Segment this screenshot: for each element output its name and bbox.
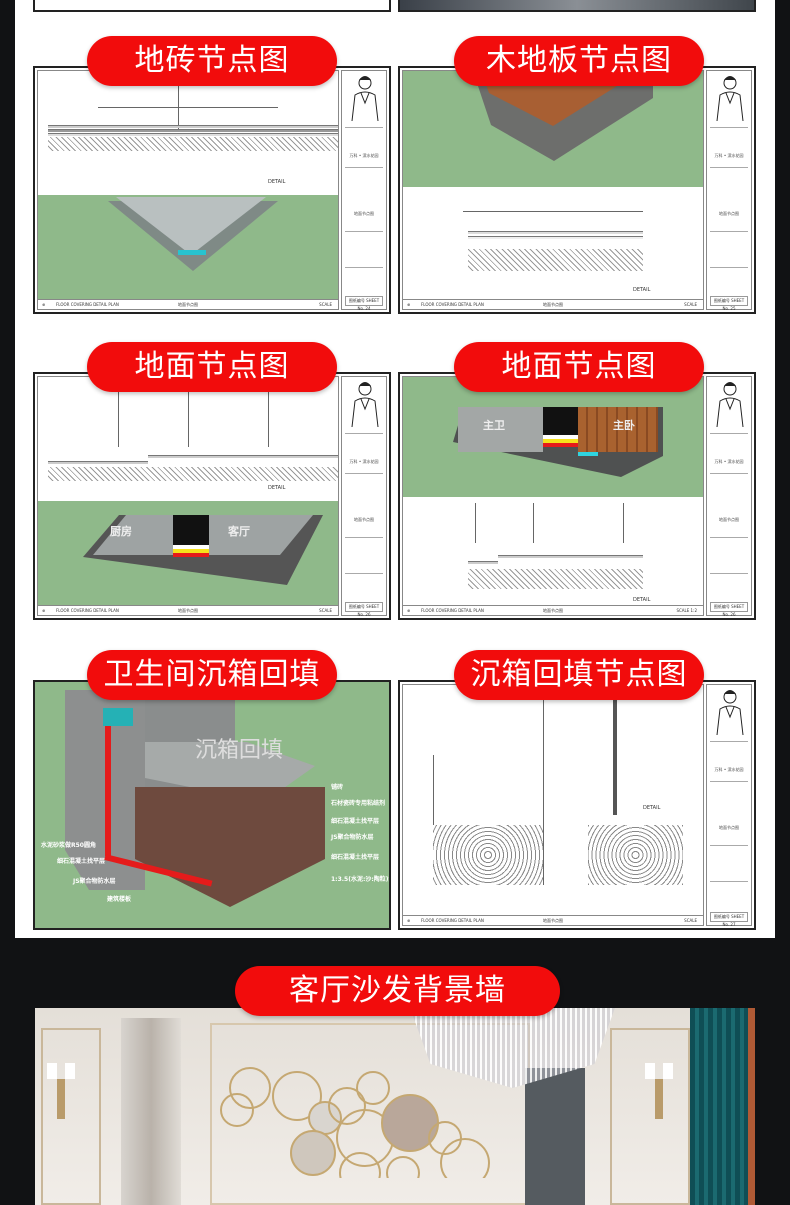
sinkbox-node-drawing: DETAIL ⊕ FLOOR COVERING DETAIL PLAN 地面节点…	[398, 680, 756, 930]
sheet-number: 图纸编号 SHEET No. 25	[710, 296, 748, 311]
title-block: 万科 • 滨水花园 地面节点图 图纸编号 SHEET No. 25	[706, 70, 752, 311]
previous-drawing-card	[33, 0, 391, 12]
room-label: 客厅	[228, 525, 250, 538]
north-icon: ⊕	[42, 608, 46, 613]
section-drawing: DETAIL	[403, 499, 703, 605]
section-title-floor-node-a: 地面节点图	[87, 342, 337, 392]
layer-label: 细石混凝土找平层	[57, 858, 106, 865]
layer-label: JS聚合物防水层	[73, 878, 116, 885]
3d-render: 厨房 客厅	[38, 501, 338, 605]
ring-mirror-decor	[220, 1067, 490, 1178]
detail-label: DETAIL	[633, 597, 651, 603]
floor-node-drawing-b: 主卫 主卧 DETAIL ⊕ FLOOR COVERING DETAIL PLA…	[398, 372, 756, 620]
footer-title: 地面节点图	[178, 302, 198, 307]
north-icon: ⊕	[407, 302, 411, 307]
sinkbox-3d-render: 沉箱回填 铺砖 石材瓷砖专用粘结剂 细石混凝土找平层 JS聚合物防水层 细石混凝…	[33, 680, 391, 930]
layer-label: 建筑楼板	[107, 896, 132, 903]
section-title-tile-node: 地砖节点图	[87, 36, 337, 86]
3d-render	[403, 71, 703, 187]
3d-render: 主卫 主卧	[403, 377, 703, 497]
drawing-footer: ⊕ FLOOR COVERING DETAIL PLAN 地面节点图 SCALE	[38, 299, 338, 309]
floor-node-drawing-a: DETAIL 厨房 客厅 ⊕ FLOOR COVERING DETAIL PLA…	[33, 372, 391, 620]
title-block: 万科 • 滨水花园 地面节点图 图纸编号 SHEET No. 26	[341, 376, 387, 617]
designer-figure-icon	[716, 690, 744, 736]
sheet-number: 图纸编号 SHEET No. 27	[710, 912, 748, 927]
drawing-title: 地面节点图	[354, 211, 374, 216]
north-icon: ⊕	[42, 302, 46, 307]
layer-label: JS聚合物防水层	[331, 834, 374, 841]
wall-sconce-left	[47, 1063, 77, 1123]
section-drawing: DETAIL	[38, 71, 338, 193]
section-title-sinkbox-node: 沉箱回填节点图	[454, 650, 704, 700]
room-label: 主卫	[483, 419, 505, 432]
title-block: 万科 • 滨水花园 地面节点图 图纸编号 SHEET No. 27	[706, 684, 752, 927]
layer-label: 水泥砂浆做R50圆角	[41, 842, 96, 849]
drawing-footer: ⊕ FLOOR COVERING DETAIL PLAN 地面节点图 SCALE	[403, 299, 703, 309]
north-icon: ⊕	[407, 608, 411, 613]
previous-photo-card	[398, 0, 756, 12]
wood-floor-node-drawing: DETAIL ⊕ FLOOR COVERING DETAIL PLAN 地面节点…	[398, 66, 756, 314]
footer-scale: SCALE	[319, 302, 332, 307]
sinkbox-overlay-text: 沉箱回填	[195, 738, 284, 763]
title-block: 万科 • 滨水花园 地面节点图 图纸编号 SHEET No. 26	[706, 376, 752, 617]
living-room-photo	[35, 1008, 755, 1205]
room-label: 厨房	[110, 525, 132, 538]
layer-label: 1:3.5(水泥:沙:陶粒)混凝土	[331, 876, 389, 883]
detail-label: DETAIL	[268, 485, 286, 491]
title-block: 万科 • 滨水花园 地面节点图 图纸编号 SHEET No. 24	[341, 70, 387, 311]
section-title-bathroom-sinkbox: 卫生间沉箱回填	[87, 650, 337, 700]
section-drawing: DETAIL	[403, 189, 703, 299]
section-drawing: DETAIL	[38, 377, 338, 499]
drawing-footer: ⊕ FLOOR COVERING DETAIL PLAN 地面节点图 SCALE	[403, 915, 703, 925]
section-drawing: DETAIL	[403, 685, 703, 915]
footer-plan-label: FLOOR COVERING DETAIL PLAN	[56, 302, 119, 307]
layer-label: 石材瓷砖专用粘结剂	[331, 800, 386, 807]
project-name: 万科 • 滨水花园	[349, 153, 379, 158]
room-label: 主卧	[613, 419, 635, 432]
north-icon: ⊕	[407, 918, 411, 923]
detail-label: DETAIL	[268, 179, 286, 185]
section-title-living-room-wall: 客厅沙发背景墙	[235, 966, 560, 1016]
designer-figure-icon	[351, 382, 379, 428]
drawing-footer: ⊕ FLOOR COVERING DETAIL PLAN 地面节点图 SCALE	[38, 605, 338, 615]
section-title-floor-node-b: 地面节点图	[454, 342, 704, 392]
section-title-wood-floor-node: 木地板节点图	[454, 36, 704, 86]
layer-label: 细石混凝土找平层	[331, 818, 380, 825]
designer-figure-icon	[351, 76, 379, 122]
wall-sconce-right	[645, 1063, 675, 1123]
sheet-number: 图纸编号 SHEET No. 26	[345, 602, 383, 617]
drawing-footer: ⊕ FLOOR COVERING DETAIL PLAN 地面节点图 SCALE…	[403, 605, 703, 615]
sheet-number: 图纸编号 SHEET No. 24	[345, 296, 383, 311]
3d-render	[38, 195, 338, 299]
detail-label: DETAIL	[633, 287, 651, 293]
designer-figure-icon	[716, 382, 744, 428]
layer-label: 铺砖	[331, 784, 344, 791]
layer-label: 细石混凝土找平层	[331, 854, 380, 861]
designer-figure-icon	[716, 76, 744, 122]
tile-node-drawing: DETAIL ⊕ FLOOR COVERING DETAIL PLAN 地面节点…	[33, 66, 391, 314]
sheet-number: 图纸编号 SHEET No. 26	[710, 602, 748, 617]
detail-label: DETAIL	[643, 805, 661, 811]
